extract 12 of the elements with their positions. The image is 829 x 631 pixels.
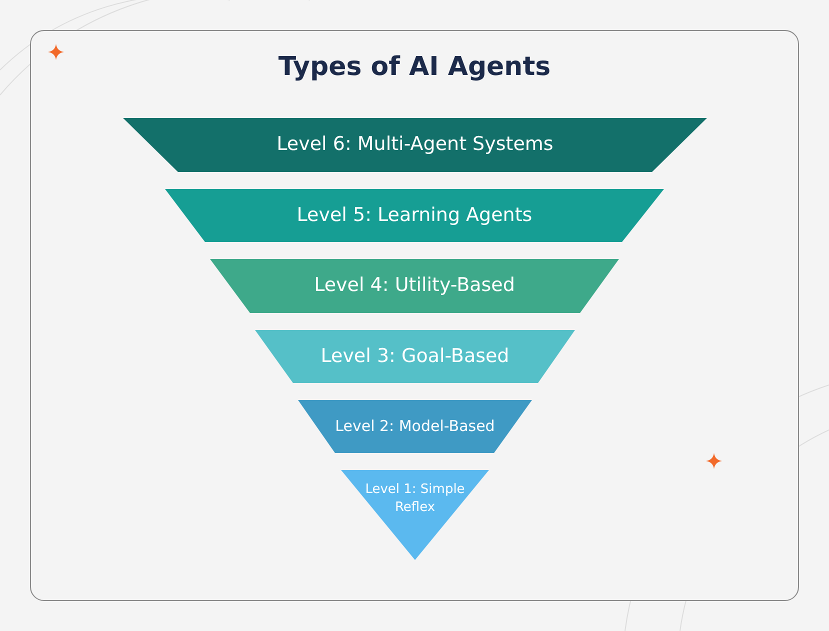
trapezoid-band [255, 330, 575, 383]
triangle-band [341, 470, 489, 560]
level-label: Level 4: Utility-Based [314, 273, 515, 298]
level-label: Level 2: Model-Based [335, 416, 495, 437]
trapezoid-band [123, 118, 707, 172]
level-label: Level 3: Goal-Based [320, 344, 510, 369]
level-label: Level 5: Learning Agents [296, 202, 532, 228]
level-label: Level 1: Simple Reflex [364, 481, 466, 517]
trapezoid-band [298, 400, 532, 453]
diagram-title: Types of AI Agents [277, 52, 552, 82]
trapezoid-band [165, 189, 664, 242]
level-label: Level 6: Multi-Agent Systems [276, 132, 554, 158]
